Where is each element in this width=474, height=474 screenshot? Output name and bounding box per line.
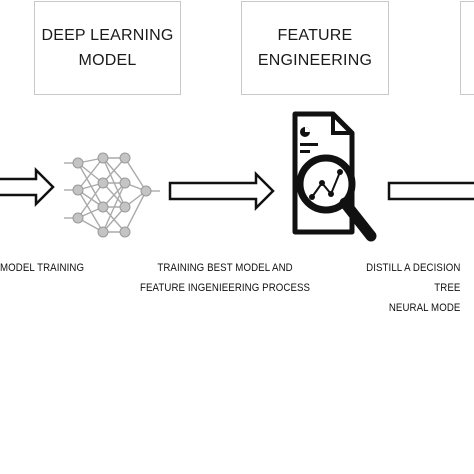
deep-learning-model-label: DEEP LEARNING MODEL [41,27,174,69]
feature-engineering-box: FEATURE ENGINEERING [241,1,389,95]
right-arrow-icon [0,166,55,208]
model-training-caption: MODEL TRAINING [0,262,85,274]
right-arrow-icon [387,181,474,201]
neural-network-nodes [72,152,152,238]
distill-decision-tree-caption: DISTILL A DECISION TREE NEURAL MODE [366,262,461,314]
feature-engineering-label: FEATURE ENGINEERING [257,27,373,69]
document-magnifier-icon [292,111,377,242]
next-step-box-partial [460,1,474,95]
deep-learning-model-box: DEEP LEARNING MODEL [34,1,181,95]
training-best-model-caption: TRAINING BEST MODEL AND FEATURE INGENIEE… [140,262,311,294]
right-arrow-icon [168,170,275,212]
